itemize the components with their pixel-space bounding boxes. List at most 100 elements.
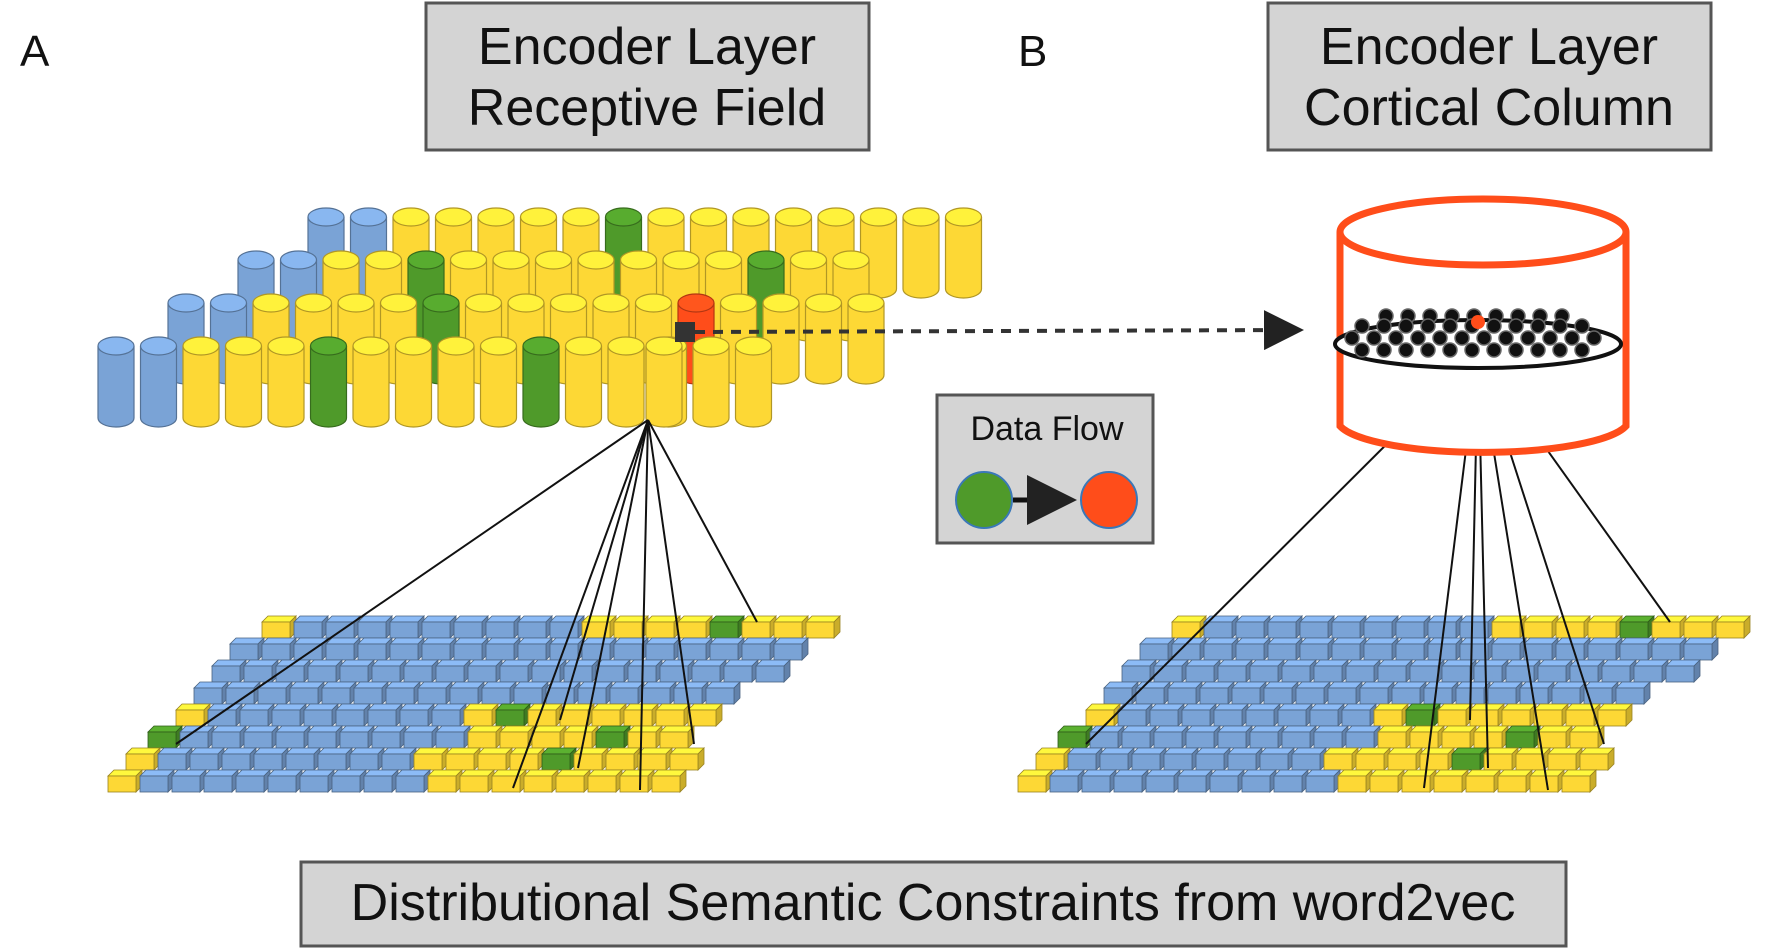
grid-cell [1209, 769, 1245, 793]
cube-front [1145, 775, 1175, 793]
cube-front [307, 665, 337, 683]
grid-cell [1665, 659, 1701, 683]
neuron [1344, 330, 1360, 346]
grid-cell [1017, 769, 1053, 793]
footer-rect [299, 860, 1568, 948]
cube-front [691, 665, 721, 683]
cube-front [1117, 709, 1147, 727]
cube-front [595, 731, 625, 749]
grid-cell [1423, 681, 1459, 705]
grid-cell [1523, 615, 1559, 639]
grid-cell [1323, 747, 1359, 771]
cube-front [1505, 731, 1535, 749]
cylinder-body [847, 303, 885, 385]
cube-front [1537, 665, 1567, 683]
grid-cell [627, 659, 663, 683]
cube-front [641, 687, 671, 705]
cube-front [1665, 665, 1695, 683]
cube-front [1473, 665, 1503, 683]
grid-cell [1377, 659, 1413, 683]
grid-cell [435, 725, 471, 749]
grid-cell [453, 637, 489, 661]
cube-front [1327, 687, 1357, 705]
cube-front [243, 731, 273, 749]
cylinder-top [224, 336, 263, 356]
grid-cell [495, 703, 531, 727]
cube-front [453, 621, 483, 639]
grid-cell [1459, 637, 1495, 661]
cube-front [459, 775, 489, 793]
grid-cell [1035, 747, 1071, 771]
cube-front [645, 643, 675, 661]
grid-cell [485, 615, 521, 639]
cube-front [1409, 665, 1439, 683]
cube-front [403, 665, 433, 683]
cylinder-top [592, 293, 630, 313]
neuron [1420, 318, 1436, 334]
grid-cell [1281, 659, 1317, 683]
grid-cell [1601, 659, 1637, 683]
grid-cell [1149, 703, 1185, 727]
neuron [1476, 330, 1492, 346]
encoder-cylinder [564, 336, 603, 428]
cube-front [527, 709, 557, 727]
cube-front [1401, 775, 1431, 793]
grid-cell [1089, 725, 1125, 749]
cube-front [335, 709, 365, 727]
grid-cell [363, 769, 399, 793]
cube-front [1651, 643, 1681, 661]
grid-cell [289, 681, 325, 705]
cylinder-top [337, 293, 375, 313]
grid-cell [321, 681, 357, 705]
grid-cell [1455, 681, 1491, 705]
encoder-cylinder [479, 336, 518, 428]
cube-front [659, 731, 689, 749]
cylinder-top [294, 293, 333, 313]
grid-cell [243, 659, 279, 683]
cylinder-top [379, 293, 418, 313]
grid-cell [1153, 725, 1189, 749]
grid-cell [421, 637, 457, 661]
grid-cell [285, 747, 321, 771]
panel-b-title-box: Encoder Layer Cortical Column [1266, 1, 1713, 152]
cube-front [773, 621, 803, 639]
cube-front [1121, 665, 1151, 683]
grid-cell [1213, 703, 1249, 727]
cube-front [367, 709, 397, 727]
cylinder-top [704, 250, 743, 270]
grid-cell [1537, 725, 1573, 749]
grid-cell [1369, 769, 1405, 793]
grid-cell [1519, 681, 1555, 705]
cube-front [243, 665, 273, 683]
projection-arrow [675, 310, 1304, 351]
grid-cell [1249, 659, 1285, 683]
cube-front [1423, 687, 1453, 705]
neuron [1354, 342, 1370, 358]
cylinder-top [634, 293, 673, 313]
cube-front [225, 687, 255, 705]
cylinder-top [847, 293, 885, 313]
grid-cell [1533, 703, 1569, 727]
cube-front [687, 709, 717, 727]
cylinder-top [322, 250, 360, 270]
cube-front [1199, 687, 1229, 705]
cube-front [1331, 621, 1361, 639]
neuron [1486, 342, 1502, 358]
grid-cell [367, 703, 403, 727]
cube-front [325, 643, 355, 661]
cube-front [1313, 731, 1343, 749]
cube-front [1551, 687, 1581, 705]
grid-cell [723, 659, 759, 683]
connection-line [577, 419, 649, 769]
encoder-cylinder [902, 207, 940, 299]
cube-front [1281, 665, 1311, 683]
cube-front [179, 731, 209, 749]
neuron [1486, 318, 1502, 334]
grid-cell [175, 703, 211, 727]
grid-cell [1441, 725, 1477, 749]
grid-cell [1619, 615, 1655, 639]
cube-front [1217, 731, 1247, 749]
grid-cell [645, 637, 681, 661]
neuron [1542, 330, 1558, 346]
